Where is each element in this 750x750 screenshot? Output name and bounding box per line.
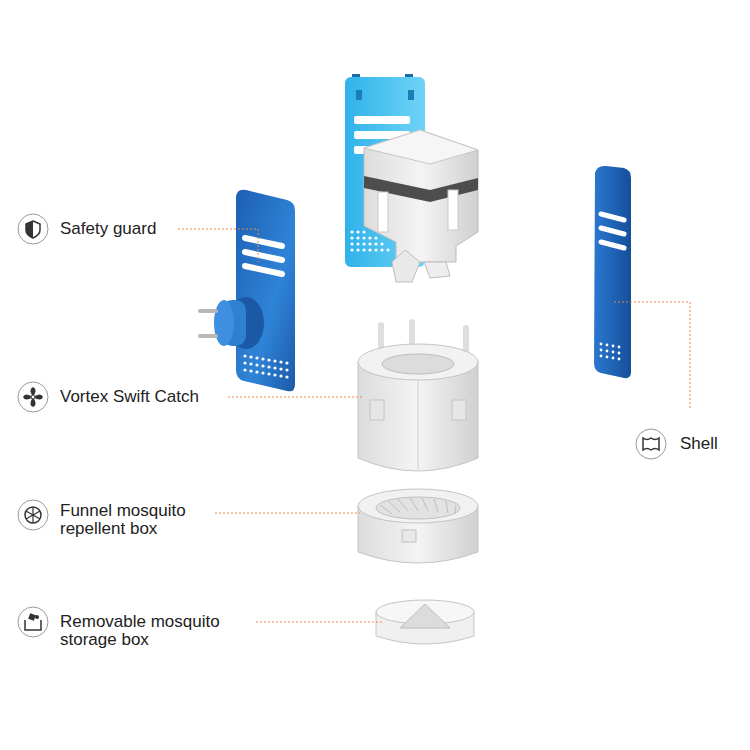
shield-icon (18, 214, 48, 244)
top-housing (364, 130, 478, 282)
vortex-body (358, 322, 478, 471)
leader-lines (178, 229, 690, 622)
shell-icon (636, 429, 666, 459)
shell-panel (594, 166, 631, 378)
storage-box (376, 600, 474, 644)
safety-guard-panel (200, 190, 295, 392)
part-label: Vortex Swift Catch (60, 388, 250, 406)
part-label: Funnel mosquito repellent box (60, 502, 210, 538)
part-label: Safety guard (60, 220, 200, 238)
part-label: Removable mosquito storage box (60, 613, 230, 649)
funnel-icon (18, 500, 48, 530)
box-icon (18, 607, 48, 637)
funnel-box (358, 489, 478, 563)
label-icons (18, 214, 666, 637)
part-label: Shell (680, 435, 742, 453)
fan-icon (18, 382, 48, 412)
